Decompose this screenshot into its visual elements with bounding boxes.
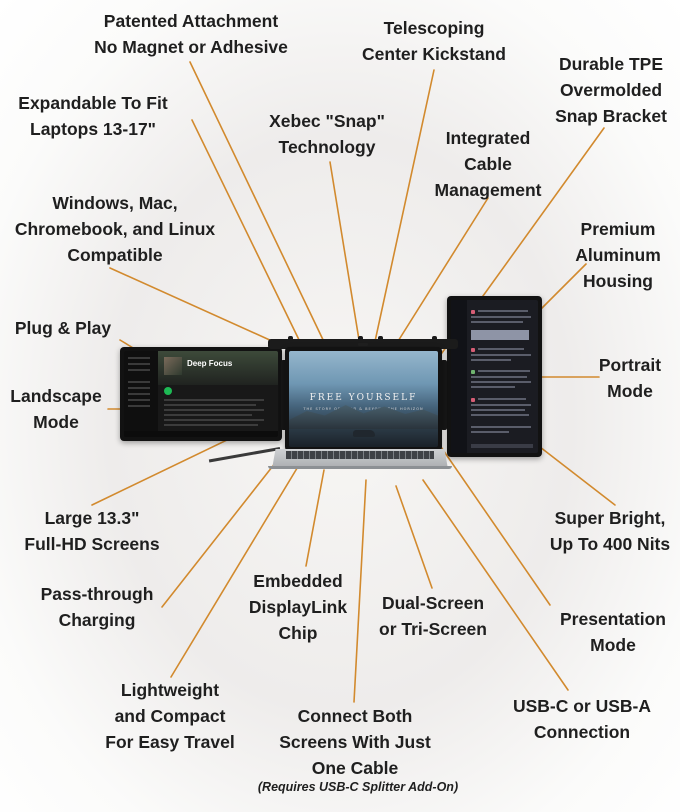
leader-pass-through xyxy=(161,447,288,608)
label-large-screens: Large 13.3"Full-HD Screens xyxy=(24,508,160,554)
leader-presentation-mode xyxy=(440,446,551,606)
music-app-sidebar xyxy=(124,351,158,437)
leader-usb-connection xyxy=(422,479,569,691)
left-hinge xyxy=(281,360,287,430)
play-icon xyxy=(164,387,172,395)
mountain-silhouette xyxy=(289,405,438,429)
leader-xebec-snap xyxy=(329,161,361,347)
chat-app-screen xyxy=(451,300,538,453)
left-monitor-landscape: Deep Focus xyxy=(120,347,282,441)
film-poster-screen: FREE YOURSELF THE STORY OF ROAD & BEYOND… xyxy=(289,351,438,447)
webcam xyxy=(358,343,368,346)
music-app-screen: Deep Focus xyxy=(124,351,278,437)
label-plug-play: Plug & Play xyxy=(14,318,112,338)
right-monitor-portrait xyxy=(447,296,542,457)
car-silhouette xyxy=(353,430,375,437)
leader-expandable xyxy=(191,119,303,347)
leader-compatible xyxy=(109,267,284,347)
film-subtitle: THE STORY OF ROAD & BEYOND THE HORIZON xyxy=(303,407,424,411)
leader-connect-both xyxy=(353,479,367,703)
leader-telescoping-kickstand xyxy=(373,69,435,347)
player-bar xyxy=(124,431,278,437)
chat-app-sidebar xyxy=(451,300,467,453)
playlist-title: Deep Focus xyxy=(187,359,233,368)
leader-cable-management xyxy=(394,197,489,347)
leader-patented-attachment xyxy=(189,61,327,347)
leader-super-bright xyxy=(539,446,616,506)
leader-dual-tri xyxy=(395,485,433,589)
label-xebec-snap: Xebec "Snap"Technology xyxy=(269,111,385,157)
laptop-keyboard xyxy=(286,451,434,459)
playlist-cover-art xyxy=(164,357,182,375)
film-title: FREE YOURSELF xyxy=(309,393,418,403)
right-hinge xyxy=(441,360,447,430)
leader-aluminum-housing xyxy=(540,263,587,310)
laptop-screen: FREE YOURSELF THE STORY OF ROAD & BEYOND… xyxy=(285,343,442,451)
leader-lightweight xyxy=(170,454,306,678)
leader-displaylink xyxy=(305,469,325,567)
laptop-front-edge xyxy=(268,466,452,469)
label-super-bright: Super Bright,Up To 400 Nits xyxy=(549,508,671,554)
footnote-splitter: (Requires USB-C Splitter Add-On) xyxy=(257,780,459,794)
